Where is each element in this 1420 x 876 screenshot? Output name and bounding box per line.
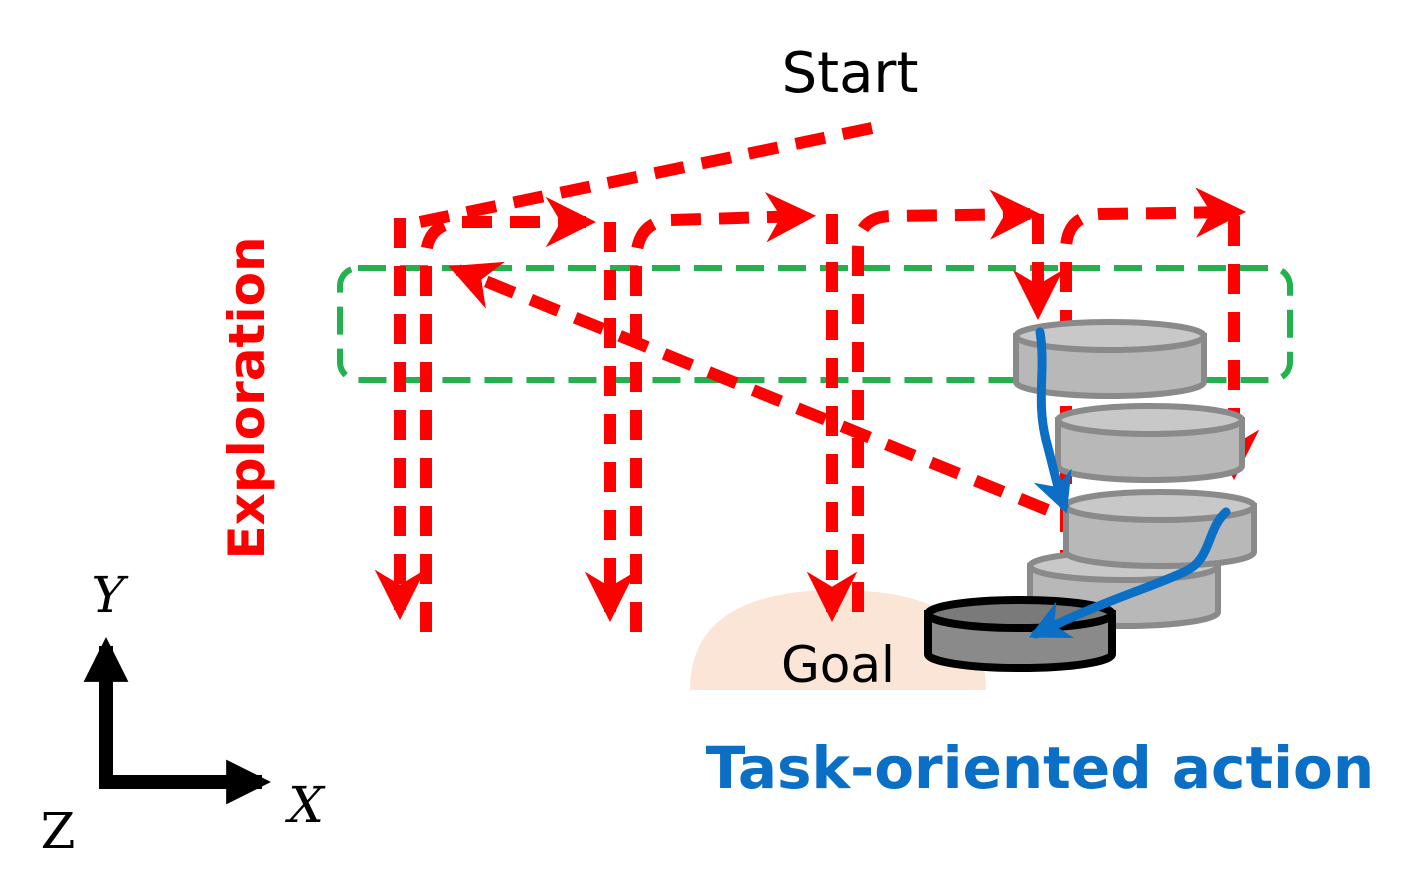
exploration-paths (374, 122, 1260, 632)
task-path-1 (1033, 327, 1072, 514)
exploration-path-col2-up (630, 191, 817, 632)
disk-stack (1013, 319, 1257, 629)
task-paths (1028, 327, 1231, 639)
x-axis-label: X (284, 776, 326, 834)
goal-zone (690, 590, 986, 690)
axes-indicator (83, 637, 271, 805)
exploration-label: Exploration (218, 236, 276, 559)
y-axis-label: Y (91, 566, 128, 624)
task-path-2 (1028, 507, 1231, 639)
start-label: Start (782, 41, 919, 106)
exploration-path-col3-up (852, 189, 1041, 612)
disk-3 (1063, 489, 1257, 569)
exploration-path-return (448, 261, 1095, 534)
exploration-region (337, 265, 1293, 383)
disk-2 (1055, 403, 1245, 483)
exploration-path-col1-up (420, 196, 597, 632)
z-axis-label: Z (41, 802, 76, 860)
exploration-path-start (418, 122, 874, 228)
exploration-path-col4-up (1060, 187, 1247, 580)
goal-label: Goal (781, 636, 895, 694)
task-oriented-action-label: Task-oriented action (706, 734, 1374, 802)
disk-1 (1013, 319, 1207, 399)
